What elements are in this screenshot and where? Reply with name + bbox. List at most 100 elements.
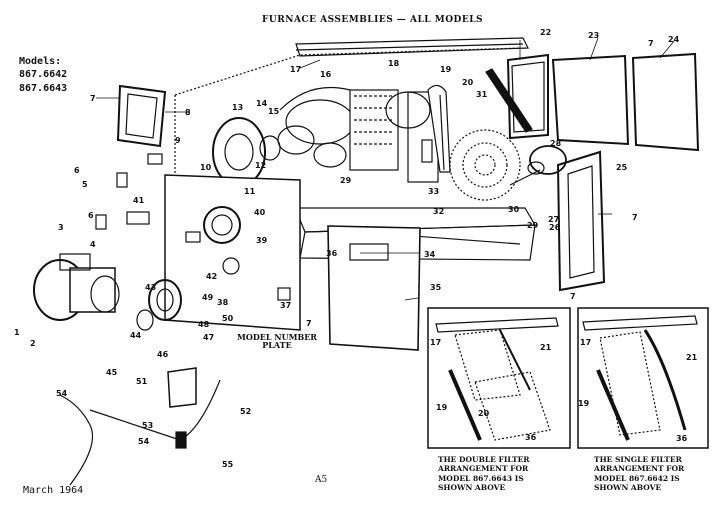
callout-33: 33 <box>428 187 439 196</box>
callout-47: 47 <box>203 333 214 342</box>
callout-16: 16 <box>320 70 332 79</box>
callout-39: 39 <box>256 236 268 245</box>
callout-32: 32 <box>433 207 444 216</box>
rear-filter-panels <box>506 52 700 152</box>
inset-double-caption: THE DOUBLE FILTER ARRANGEMENT FOR MODEL … <box>438 455 530 493</box>
filter-rack-upright <box>427 84 451 173</box>
callout-7c: 7 <box>632 213 638 222</box>
control-box <box>167 367 197 408</box>
callout-40: 40 <box>254 208 266 217</box>
callout-11: 11 <box>244 187 256 196</box>
callout-54: 54 <box>56 389 68 398</box>
callout-26: 26 <box>549 223 561 232</box>
callout-9: 9 <box>175 136 181 145</box>
callout-10: 10 <box>200 163 212 172</box>
callout-49: 49 <box>202 293 214 302</box>
inset-single-filter <box>577 307 709 449</box>
callout-6: 6 <box>74 166 80 175</box>
callout-4: 4 <box>90 240 96 249</box>
callout-46: 46 <box>157 350 169 359</box>
callout-13: 13 <box>232 103 243 112</box>
callout-48: 48 <box>198 320 210 329</box>
callout-18: 18 <box>388 59 400 68</box>
blower-housing <box>449 129 521 201</box>
callout-6b: 6 <box>88 211 94 220</box>
callout-44: 44 <box>130 331 142 340</box>
publication-date: March 1964 <box>23 485 84 496</box>
callout-35: 35 <box>430 283 442 292</box>
callout-inset-d-36: 36 <box>525 433 537 442</box>
leader-lines <box>96 37 676 301</box>
front-panel <box>327 225 421 351</box>
callout-5: 5 <box>82 180 88 189</box>
callout-38: 38 <box>217 298 229 307</box>
callout-24: 24 <box>668 35 680 44</box>
top-panel <box>295 37 529 57</box>
callout-43: 43 <box>145 283 156 292</box>
callout-31: 31 <box>476 90 488 99</box>
callout-inset-s-36: 36 <box>676 434 688 443</box>
callout-52: 52 <box>240 407 251 416</box>
callout-36: 36 <box>326 249 338 258</box>
blower-motor <box>509 145 567 186</box>
callout-inset-s-21: 21 <box>686 353 698 362</box>
callout-7d: 7 <box>570 292 576 301</box>
callout-7b: 7 <box>648 39 654 48</box>
callout-7: 7 <box>90 94 96 103</box>
callout-19: 19 <box>440 65 452 74</box>
models-heading: Models: <box>19 56 62 67</box>
page-reference: A5 <box>315 475 328 485</box>
callout-41: 41 <box>133 196 145 205</box>
callout-15: 15 <box>268 107 280 116</box>
diagram-title: FURNACE ASSEMBLIES — ALL MODELS <box>262 15 484 25</box>
callout-53: 53 <box>142 421 153 430</box>
callout-1: 1 <box>14 328 20 337</box>
side-filter-frame <box>116 84 167 148</box>
callout-17: 17 <box>290 65 301 74</box>
callout-inset-d-17: 17 <box>430 338 441 347</box>
callout-inset-d-21: 21 <box>540 343 552 352</box>
callout-labels: 7 8 9 10 11 12 13 14 15 16 17 18 19 20 3… <box>14 28 698 469</box>
callout-7e: 7 <box>306 319 312 328</box>
callout-25: 25 <box>616 163 628 172</box>
callout-22: 22 <box>540 28 551 37</box>
burner-front-panel <box>164 174 301 331</box>
callout-42: 42 <box>206 272 217 281</box>
callout-50: 50 <box>222 314 234 323</box>
callout-inset-s-17: 17 <box>580 338 591 347</box>
callout-51: 51 <box>136 377 148 386</box>
callout-29b: 29 <box>340 176 352 185</box>
callout-8: 8 <box>185 108 191 117</box>
callout-45: 45 <box>106 368 118 377</box>
access-panel-right <box>556 150 606 292</box>
callout-23: 23 <box>588 31 599 40</box>
callout-inset-s-19: 19 <box>578 399 590 408</box>
callout-37: 37 <box>280 301 291 310</box>
callout-14: 14 <box>256 99 268 108</box>
heat-exchanger <box>277 86 399 171</box>
model-number-1: 867.6642 <box>19 69 68 80</box>
callout-3: 3 <box>58 223 64 232</box>
callout-inset-d-20: 20 <box>478 409 490 418</box>
callout-54b: 54 <box>138 437 150 446</box>
inset-single-caption: THE SINGLE FILTER ARRANGEMENT FOR MODEL … <box>594 455 685 493</box>
callout-29: 29 <box>527 221 539 230</box>
oil-burner <box>33 253 120 321</box>
wiring-harness <box>59 379 221 486</box>
callout-28: 28 <box>550 139 562 148</box>
inset-double-filter <box>427 307 571 449</box>
combustion-chamber-plate <box>212 117 281 187</box>
callout-34: 34 <box>424 250 436 259</box>
callout-12: 12 <box>255 161 266 170</box>
callout-inset-d-19: 19 <box>436 403 448 412</box>
callout-27: 27 <box>548 215 559 224</box>
filter-support-bar <box>485 68 533 133</box>
nozzle-assembly <box>136 279 182 331</box>
small-fittings <box>95 153 163 230</box>
model-number-plate-label: MODEL NUMBER PLATE <box>237 332 317 350</box>
callout-20: 20 <box>462 78 474 87</box>
callout-30: 30 <box>508 205 520 214</box>
model-number-2: 867.6643 <box>19 83 68 94</box>
callout-2: 2 <box>30 339 36 348</box>
